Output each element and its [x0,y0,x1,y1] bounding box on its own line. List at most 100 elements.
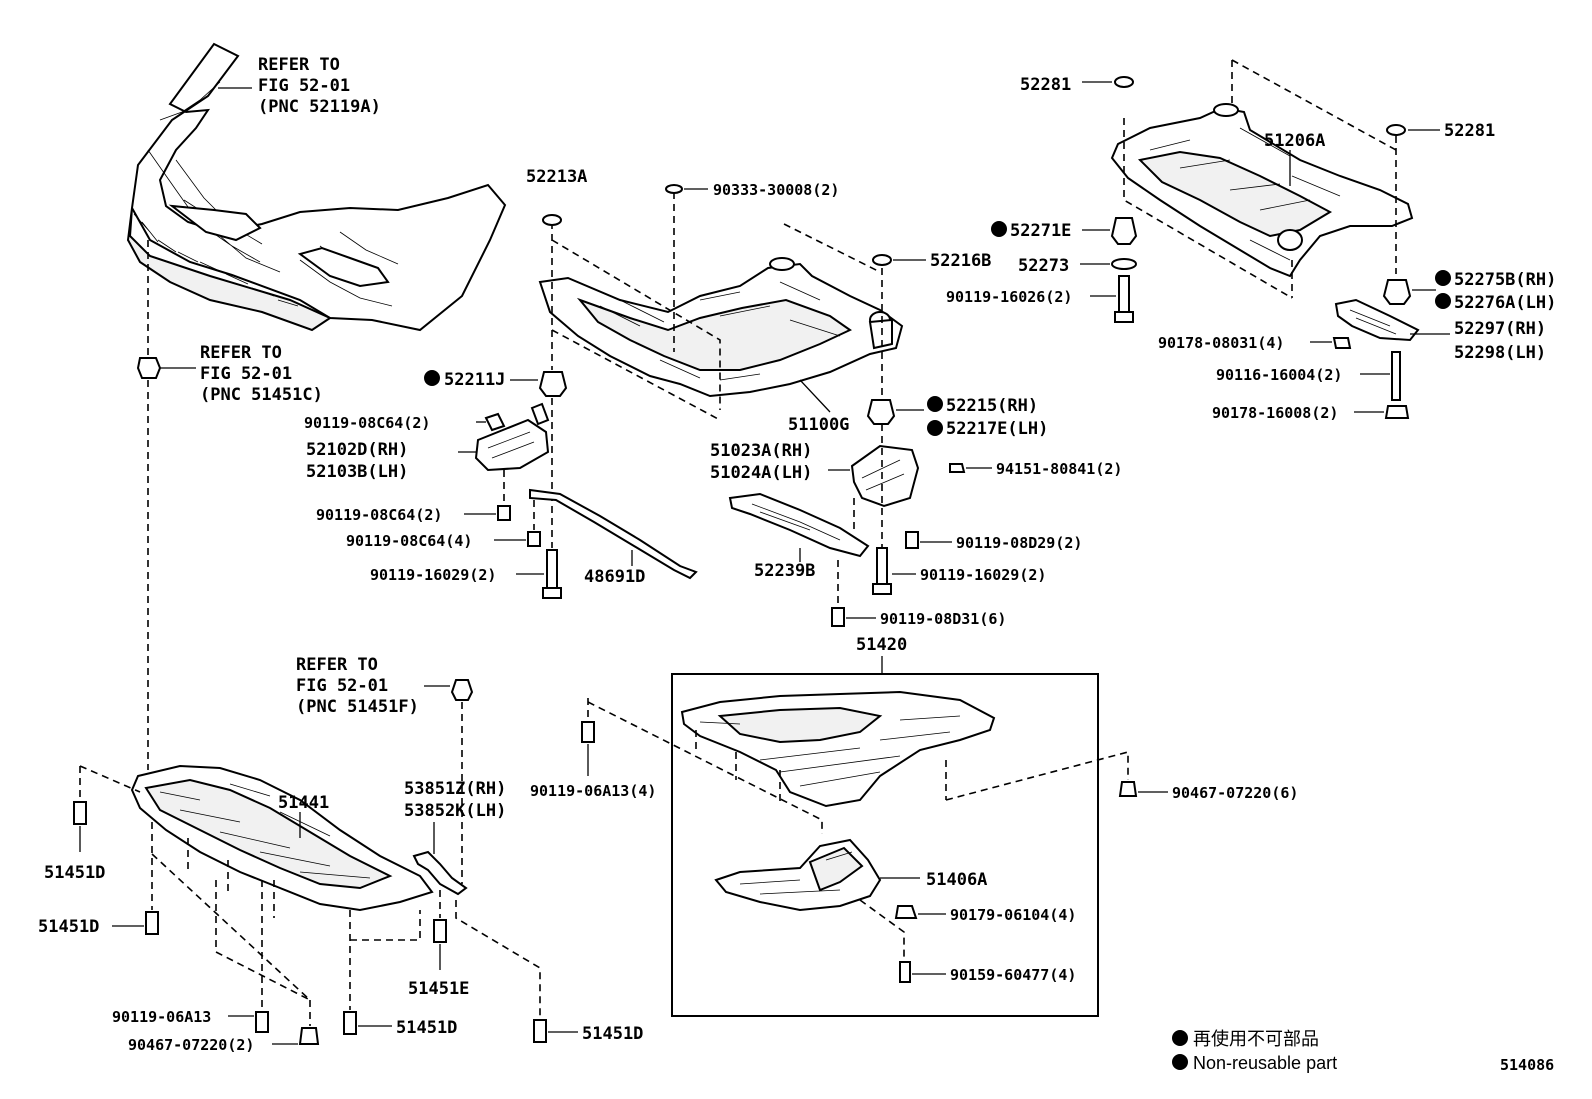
rearcover-dash [859,899,905,960]
clip-51451D-d: 51451D [533,1019,643,1044]
bolt-90119-16026: 90119-16026(2) [946,275,1134,323]
bolt-90119-08C64-c: 90119-08C64(4) [346,531,541,550]
label-53851Z: 53851Z(RH) [404,779,506,799]
label-90119-16029-b: 90119-16029(2) [920,566,1046,584]
label-51100G: 51100G [788,415,849,435]
label-90159-60477: 90159-60477(4) [950,966,1076,984]
label-52275B: 52275B(RH) [1454,270,1556,290]
rod-48691D: 48691D [529,488,698,587]
nut-90178-08031: 90178-08031(4) [1158,334,1352,352]
clip-51451C: REFER TO FIG 52-01 (PNC 51451C) [136,343,323,405]
ref1-line1: REFER TO [258,55,340,75]
cover41-dash-5 [215,880,311,1001]
legend-en: Non-reusable part [1193,1053,1337,1073]
bolt-90119-06A13-b: 90119-06A13 [112,1008,269,1033]
bracket-51023A: 94151-80841(2) [850,444,1122,508]
label-51206A: 51206A [1264,131,1325,151]
cushion-52275B: 52275B(RH) 52276A(LH) [1382,270,1556,313]
label-90333: 90333-30008(2) [713,181,839,199]
nonreusable-dot [927,420,943,436]
label-48691D: 48691D [584,567,645,587]
ref2-line3: (PNC 51451C) [200,385,323,405]
clip-51451F: REFER TO FIG 52-01 (PNC 51451F) [296,655,474,717]
label-52211J: 52211J [444,370,505,390]
label-52281-a: 52281 [1020,75,1071,95]
label-90119-16029-a: 90119-16029(2) [370,566,496,584]
screw-90467-07220-b: 90467-07220(2) [128,1027,320,1054]
label-51451D-d: 51451D [582,1024,643,1044]
label-52281-b: 52281 [1444,121,1495,141]
bumper-cover-illustration [126,42,507,332]
label-90119-06A13-a: 90119-06A13(4) [530,782,656,800]
clip-51451E: 51451E [408,919,469,999]
ref1-line3: (PNC 52119A) [258,97,381,117]
washer-52213A: 52213A [526,167,587,226]
nut-90178-16008: 90178-16008(2) [1212,404,1410,422]
label-51451D-b: 51451D [38,917,99,937]
engine-under-cover-rear: 51406A [714,838,987,912]
label-90116-16004: 90116-16004(2) [1216,366,1342,384]
screw-90159-60477: 90159-60477(4) [899,961,1076,984]
bolt-90119-16029-b: 90119-16029(2) [872,547,1046,595]
undercover-assembly-box [671,673,1099,1017]
clip-90179-06104: 90179-06104(4) [894,905,1076,924]
crossmember-dash-1 [551,239,721,410]
cover41-dash-1 [79,765,141,793]
label-52273: 52273 [1018,256,1069,276]
bolt-90119-06A13-a: 90119-06A13(4) [530,721,656,800]
front-suspension-crossmember [538,257,904,398]
label-90467-07220-b: 90467-07220(2) [128,1036,254,1054]
label-90119-06A13-b: 90119-06A13 [112,1008,211,1026]
ref2-line2: FIG 52-01 [200,364,292,384]
label-51441: 51441 [278,793,329,813]
label-51406A: 51406A [926,870,987,890]
ref2-line1: REFER TO [200,343,282,363]
label-90119-08C64-a: 90119-08C64(2) [304,414,430,432]
screw-90467-07220-a: 90467-07220(6) [1118,781,1298,802]
bolt-90119-08C64-b: 90119-08C64(2) [316,505,511,524]
label-52217E: 52217E(LH) [946,419,1048,439]
ref3-line3: (PNC 51451F) [296,697,419,717]
legend-dot-2 [1172,1054,1188,1070]
bolt-90119-08D29: 90119-08D29(2) [905,531,1082,552]
label-90467-07220-a: 90467-07220(6) [1172,784,1298,802]
rear-suspension-member [1110,103,1414,278]
label-52297: 52297(RH) [1454,319,1546,339]
label-52102D: 52102D(RH) [306,440,408,460]
label-52216B: 52216B [930,251,991,271]
bracket-52102D: 90119-08C64(2) 52102D(RH) 52103B(LH) [304,402,550,482]
washer-52281-a: 52281 [1020,75,1134,95]
crossmember-dash-3 [783,223,881,273]
label-52213A: 52213A [526,167,587,187]
label-51420: 51420 [856,635,907,655]
label-52215: 52215(RH) [946,396,1038,416]
front-under-cover-51441: 51441 [130,764,434,912]
nonreusable-dot [927,396,943,412]
plug-90333: 90333-30008(2) [665,181,839,199]
label-51451D-a: 51451D [44,863,105,883]
label-90178-16008: 90178-16008(2) [1212,404,1338,422]
label-52276A: 52276A(LH) [1454,293,1556,313]
cover41-dash-11 [350,910,421,941]
crossmember-label: 51100G [788,379,849,435]
undercover-dash-1 [587,701,823,834]
label-90119-16026: 90119-16026(2) [946,288,1072,306]
cushion-52271E: 52271E [991,217,1138,245]
rear-dash-3 [1123,118,1293,299]
label-51023A: 51023A(RH) [710,441,812,461]
bracket-52297: 52297(RH) 52298(LH) [1334,298,1546,363]
cushion-52211J: 52211J [424,370,568,397]
label-94151: 94151-80841(2) [996,460,1122,478]
label-51451E: 51451E [408,979,469,999]
label-51023A-group: 51023A(RH) 51024A(LH) [710,441,850,483]
bracket-53851Z: 53851Z(RH) 53852K(LH) [404,779,506,896]
refer-note-52119A: REFER TO FIG 52-01 (PNC 52119A) [218,55,381,117]
bolt-90119-08D31: 90119-08D31(6) [831,607,1006,628]
washer-52281-b: 52281 [1386,121,1495,141]
undercover-dash-3 [945,750,1129,801]
label-90119-08C64-b: 90119-08C64(2) [316,506,442,524]
washer-52273: 52273 [1018,256,1137,276]
brace-52239B: 52239B [728,492,870,581]
label-90179-06104: 90179-06104(4) [950,906,1076,924]
legend-dot-1 [1172,1030,1188,1046]
